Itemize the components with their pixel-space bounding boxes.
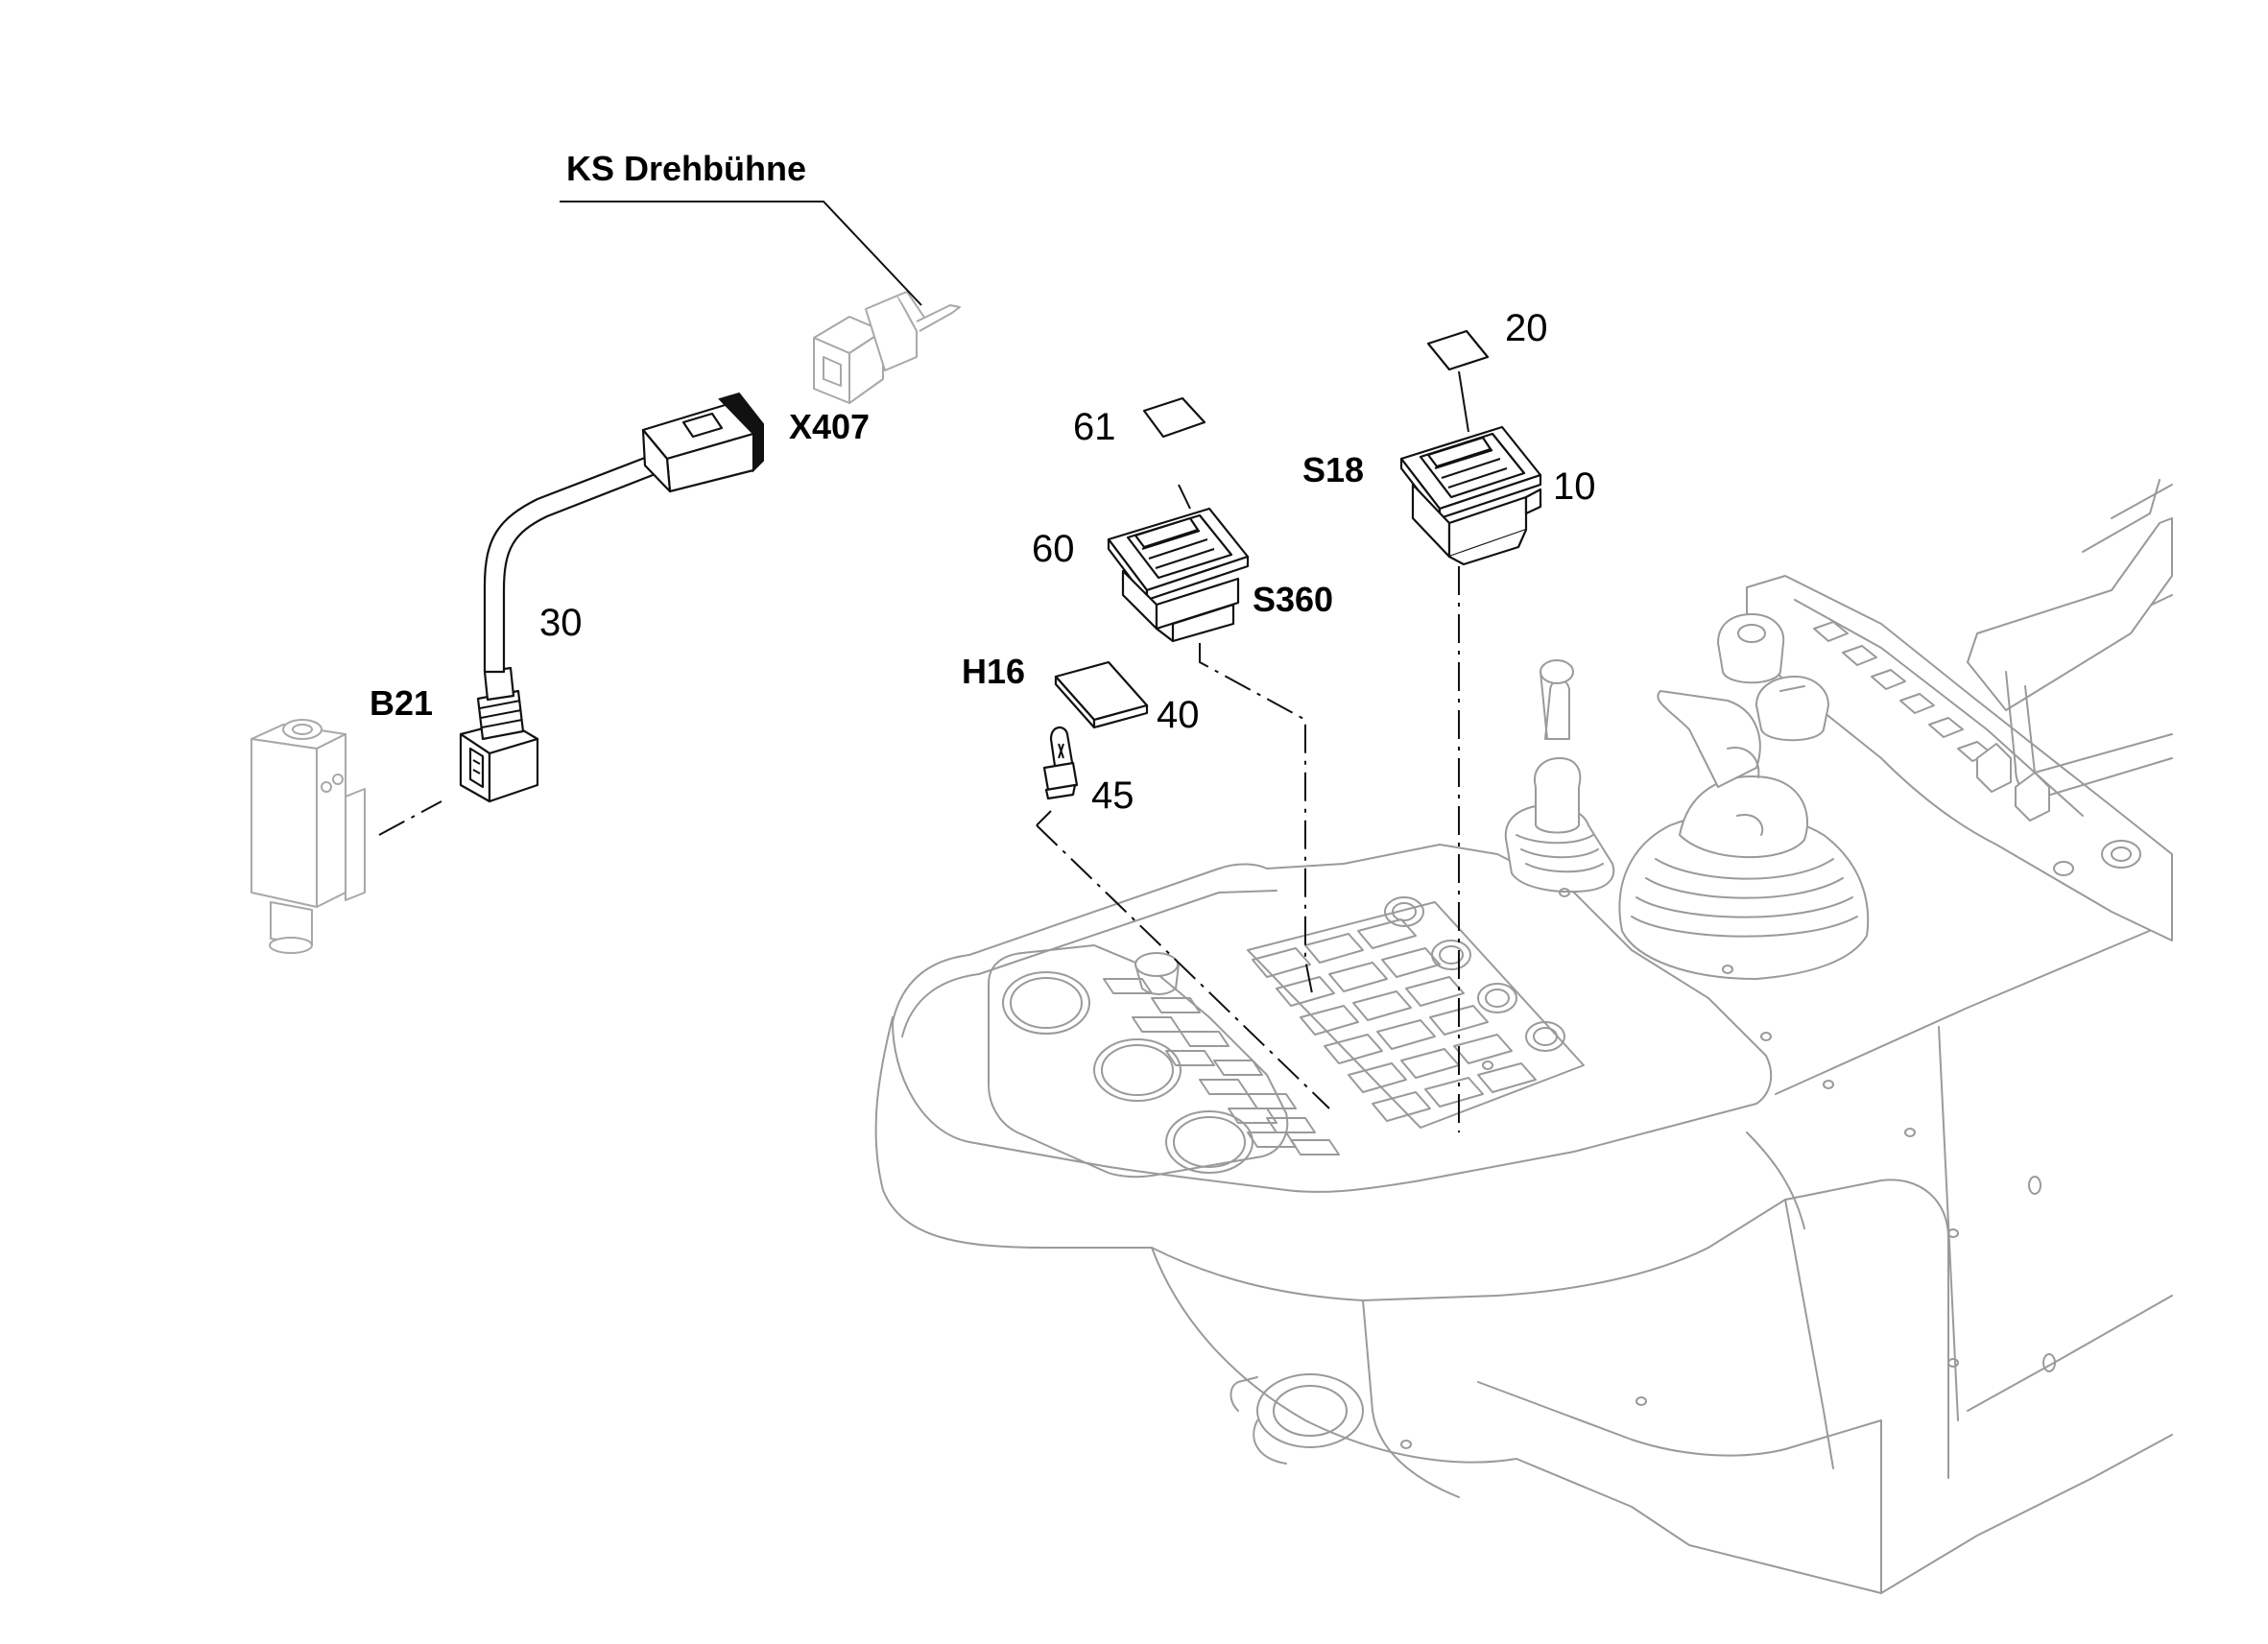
- label-item-60: 60: [1032, 528, 1075, 570]
- switch-s360: [1107, 507, 1250, 643]
- cable-assembly-30: [459, 392, 764, 803]
- mating-connector-ks-drehbuehne: [813, 291, 961, 404]
- rotary-knobs: [1717, 613, 1829, 742]
- label-item-20: 20: [1505, 307, 1548, 349]
- label-item-10: 10: [1553, 465, 1596, 508]
- cap-61: [1142, 396, 1206, 439]
- leader-lines: [560, 201, 1469, 510]
- label-item-61: 61: [1073, 406, 1116, 448]
- indicator-lens-h16: [1054, 660, 1149, 729]
- b21-pressure-switch: [251, 719, 366, 954]
- centerlines: [378, 566, 1460, 1132]
- large-joystick: [1618, 690, 1870, 980]
- left-indicator-grid: [1103, 978, 1340, 1156]
- label-x407: X407: [789, 407, 870, 446]
- label-s18: S18: [1302, 450, 1364, 489]
- label-h16: H16: [962, 652, 1025, 691]
- rocker-switch-panel: [1247, 901, 1585, 1129]
- small-joystick: [1504, 659, 1615, 893]
- label-item-30: 30: [539, 602, 583, 644]
- right-console-panel: [1746, 479, 2173, 941]
- label-ks-drehbuehne: KS Drehbühne: [566, 149, 806, 188]
- switch-s18: [1399, 425, 1542, 566]
- round-buttons: [1384, 896, 1565, 1052]
- label-b21: B21: [370, 683, 433, 723]
- label-item-40: 40: [1157, 694, 1200, 736]
- operator-console-drawing: [874, 479, 2173, 1594]
- label-item-45: 45: [1091, 774, 1134, 817]
- rivet-dots: [1400, 888, 2056, 1449]
- bulb-45: [1042, 727, 1079, 800]
- cap-20: [1426, 329, 1490, 371]
- callout-labels: KS Drehbühne X407 B21 30 61 60 S360 H16 …: [370, 149, 1596, 817]
- label-s360: S360: [1253, 580, 1333, 619]
